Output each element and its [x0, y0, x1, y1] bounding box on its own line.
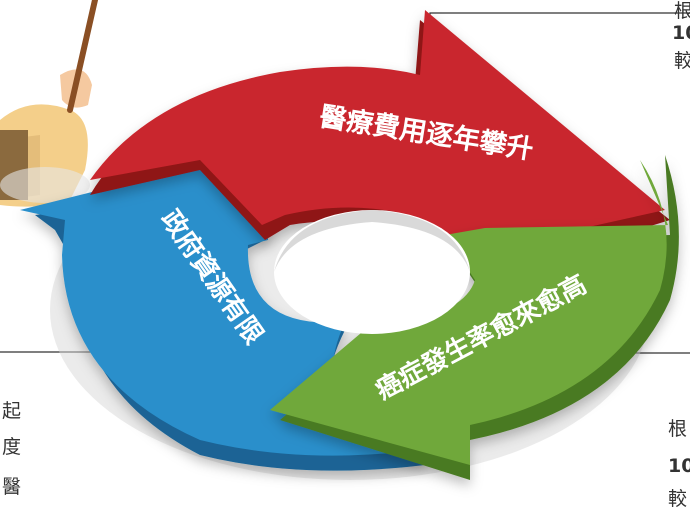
side-text-bottom-right-1: 根 [668, 418, 688, 440]
side-text-top-right-1: 根 [674, 0, 690, 22]
side-text-top-right-3: 較 [674, 50, 690, 72]
side-text-bottom-left-1: 起 [2, 400, 22, 422]
side-text-top-right-2: 10 [672, 22, 690, 44]
segment-red [90, 10, 670, 260]
segment-green [270, 155, 679, 480]
side-text-bottom-right-3: 較 [668, 488, 688, 510]
ring-hole [274, 210, 470, 334]
teacher-illustration [0, 0, 98, 207]
side-text-bottom-right-2: 10 [668, 455, 690, 477]
side-text-bottom-left-2: 度 [2, 436, 22, 458]
pointer-stick [67, 0, 98, 113]
side-text-bottom-left-3: 醫 [2, 476, 22, 498]
